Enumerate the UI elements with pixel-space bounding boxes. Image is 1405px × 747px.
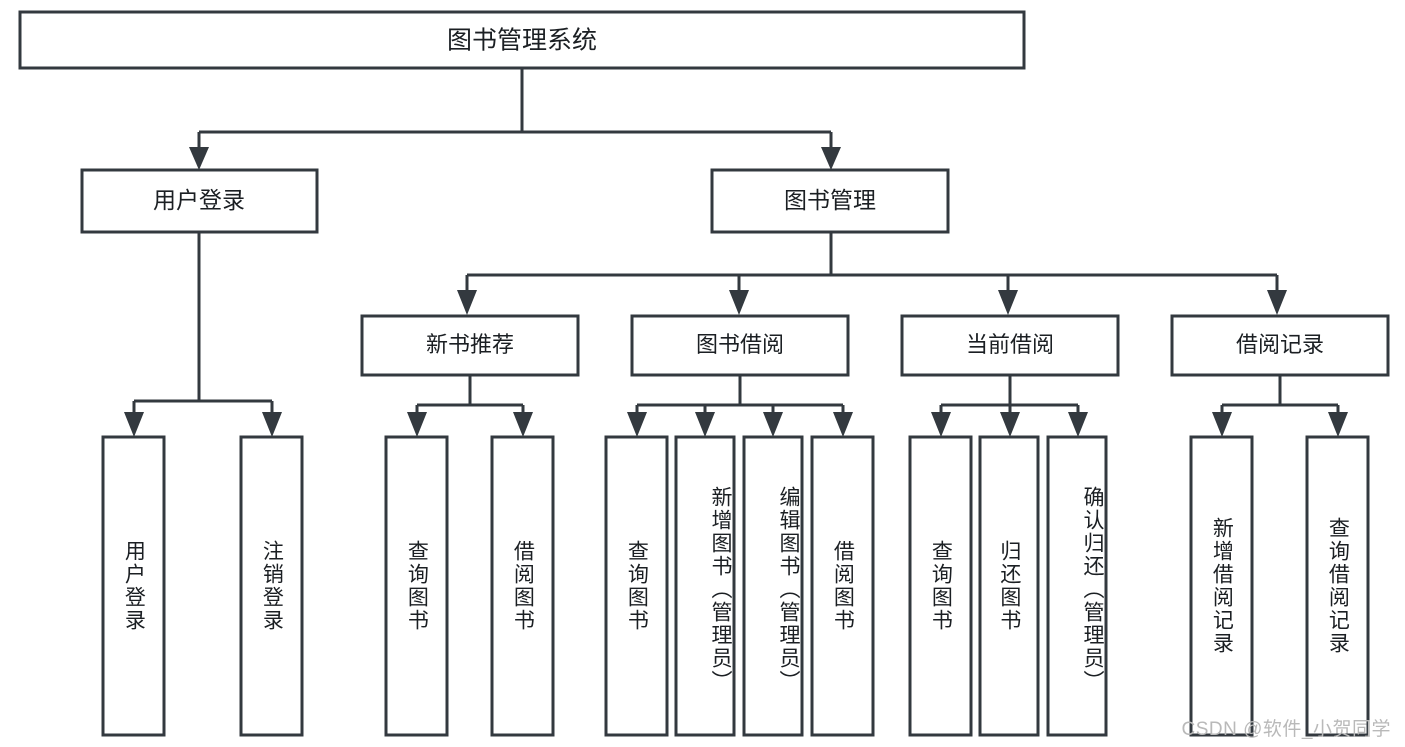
leaf-box-bb-add-book[interactable] bbox=[674, 435, 736, 737]
arrow-head-new-book bbox=[457, 290, 477, 315]
arrow-head-current-borrow bbox=[998, 290, 1018, 315]
leaf-boxes bbox=[101, 435, 1370, 737]
node-user-login-label: 用户登录 bbox=[153, 187, 245, 213]
connector-group-borrow-record bbox=[1212, 375, 1348, 437]
node-borrow-record-box[interactable] bbox=[1170, 314, 1390, 377]
arrow-head-book-manage bbox=[821, 147, 841, 170]
arrow-head-cb-leaf-1 bbox=[931, 412, 951, 437]
arrow-head-cb-leaf-3 bbox=[1068, 412, 1088, 437]
leaf-box-bb-query-book[interactable] bbox=[604, 435, 669, 737]
arrow-head-cb-leaf-2 bbox=[1000, 412, 1020, 437]
arrow-head-user-login bbox=[189, 147, 209, 170]
leaf-box-nb-query-book[interactable] bbox=[384, 435, 449, 737]
leaf-box-nb-borrow-book[interactable] bbox=[490, 435, 555, 737]
arrow-head-br-leaf-2 bbox=[1328, 412, 1348, 437]
leaf-box-cb-query-book[interactable] bbox=[908, 435, 973, 737]
leaf-box-bb-edit-book[interactable] bbox=[742, 435, 804, 737]
leaf-box-bb-borrow-book[interactable] bbox=[810, 435, 875, 737]
node-new-book-recommend-label: 新书推荐 bbox=[426, 332, 514, 357]
arrow-head-br-leaf-1 bbox=[1212, 412, 1232, 437]
node-book-manage-label: 图书管理 bbox=[784, 187, 876, 213]
arrow-head-bb-leaf-1 bbox=[627, 412, 647, 437]
node-book-manage-box[interactable] bbox=[710, 168, 950, 234]
node-book-borrow[interactable]: 图书借阅 bbox=[630, 314, 850, 377]
leaf-box-logout[interactable] bbox=[239, 435, 304, 737]
node-borrow-record[interactable]: 借阅记录 bbox=[1170, 314, 1390, 377]
arrow-head-book-borrow bbox=[729, 290, 749, 315]
arrow-head-bb-leaf-2 bbox=[695, 412, 715, 437]
node-current-borrow-label: 当前借阅 bbox=[966, 332, 1054, 357]
arrow-head-bb-leaf-4 bbox=[833, 412, 853, 437]
leaf-box-br-query-record[interactable] bbox=[1305, 435, 1370, 737]
node-current-borrow-box[interactable] bbox=[900, 314, 1120, 377]
leaf-box-cb-confirm-return[interactable] bbox=[1046, 435, 1108, 737]
arrow-head-bb-leaf-3 bbox=[763, 412, 783, 437]
connector-group-book-borrow bbox=[627, 375, 853, 437]
node-user-login-box[interactable] bbox=[80, 168, 319, 234]
connector-group-new-book bbox=[407, 375, 533, 437]
node-root-box[interactable] bbox=[18, 10, 1026, 70]
arrow-head-leaf-logout bbox=[262, 412, 282, 437]
node-new-book-recommend-box[interactable] bbox=[360, 314, 580, 377]
connector-group-current-borrow bbox=[931, 375, 1088, 437]
node-user-login[interactable]: 用户登录 bbox=[80, 168, 319, 234]
arrow-head-leaf-user-login bbox=[124, 412, 144, 437]
node-new-book-recommend[interactable]: 新书推荐 bbox=[360, 314, 580, 377]
connector-group-root bbox=[189, 68, 841, 170]
connector-group-user-login bbox=[124, 232, 282, 437]
arrow-head-nb-leaf-1 bbox=[407, 412, 427, 437]
node-book-borrow-label: 图书借阅 bbox=[696, 332, 784, 357]
node-book-manage[interactable]: 图书管理 bbox=[710, 168, 950, 234]
node-book-borrow-box[interactable] bbox=[630, 314, 850, 377]
leaf-box-user-login[interactable] bbox=[101, 435, 166, 737]
node-root-label: 图书管理系统 bbox=[447, 27, 597, 55]
node-current-borrow[interactable]: 当前借阅 bbox=[900, 314, 1120, 377]
leaf-box-cb-return-book[interactable] bbox=[978, 435, 1040, 737]
node-borrow-record-label: 借阅记录 bbox=[1236, 332, 1324, 357]
watermark-text: CSDN @软件_小贺同学 bbox=[1181, 719, 1391, 740]
connector-group-book-manage bbox=[457, 232, 1287, 315]
arrow-head-nb-leaf-2 bbox=[513, 412, 533, 437]
leaf-box-br-add-record[interactable] bbox=[1189, 435, 1254, 737]
arrow-head-borrow-record bbox=[1267, 290, 1287, 315]
node-root[interactable]: 图书管理系统 bbox=[18, 10, 1026, 70]
